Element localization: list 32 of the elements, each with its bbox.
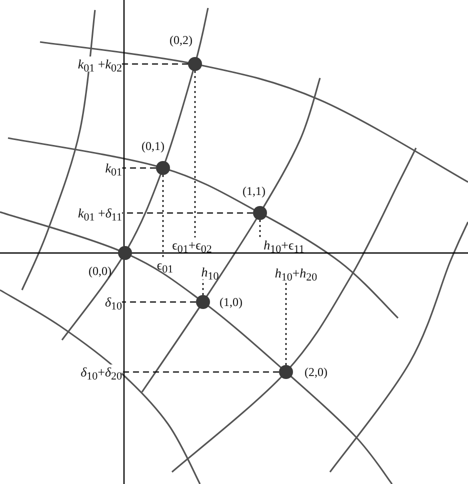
axis-label: h$_{10}$+h$_{20}$ xyxy=(274,266,318,280)
grid-point xyxy=(156,161,170,175)
leader-line xyxy=(162,175,164,258)
axis-label: δ$_{10}$ xyxy=(104,294,122,310)
axis-label: h$_{10}$+ϵ$_{11}$ xyxy=(264,238,304,252)
leader-line xyxy=(122,301,196,303)
axis-label: ϵ$_{01}$+ϵ$_{02}$ xyxy=(172,238,212,252)
axis-label: k$_{01}$ xyxy=(105,160,122,176)
grid-point xyxy=(253,206,267,220)
leader-line xyxy=(122,167,156,169)
axis-label: ϵ$_{01}$ xyxy=(156,258,174,272)
axis-label: k$_{01}$ +δ$_{11}$ xyxy=(78,206,122,220)
coordinate-label: (0,2) xyxy=(170,33,192,47)
coordinate-label: (2,0) xyxy=(304,365,328,379)
grid-point xyxy=(118,246,132,260)
leader-line xyxy=(285,280,287,365)
grid-point xyxy=(279,365,293,379)
leader-line xyxy=(202,280,204,295)
coordinate-label: (1,0) xyxy=(220,295,242,309)
axis-label: k$_{01}$ +k$_{02}$ xyxy=(78,56,122,72)
leader-line xyxy=(194,71,196,238)
grid-point xyxy=(188,57,202,71)
leader-line xyxy=(122,371,279,373)
coordinate-label: (0,0) xyxy=(88,264,112,278)
leader-line xyxy=(122,63,188,65)
coordinate-label: (1,1) xyxy=(242,184,266,198)
axis-label: h$_{10}$ xyxy=(201,264,219,280)
coordinate-label: (0,1) xyxy=(142,139,164,153)
leader-line xyxy=(122,212,253,214)
axis-label: δ$_{10}$+δ$_{20}$ xyxy=(80,364,122,380)
grid-point xyxy=(196,295,210,309)
leader-line xyxy=(259,220,261,238)
